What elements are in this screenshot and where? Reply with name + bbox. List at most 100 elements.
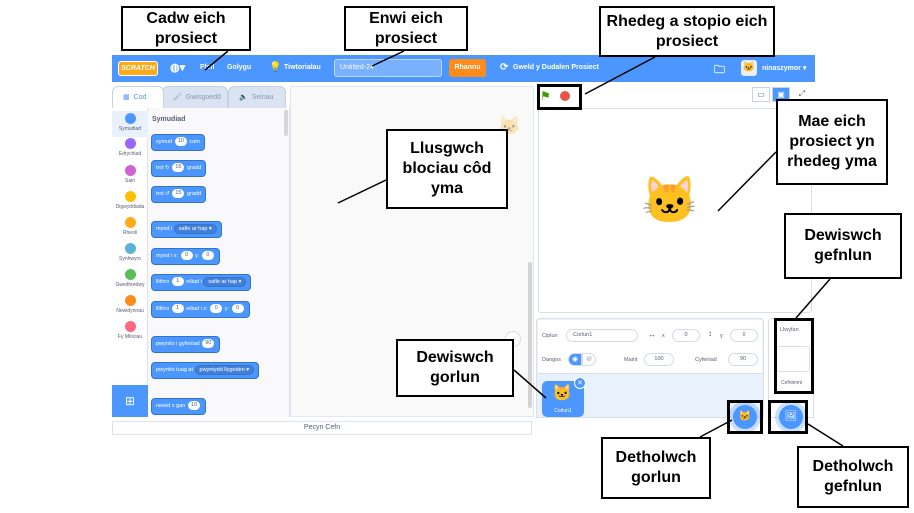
category-motion[interactable]: Symudiad	[112, 111, 148, 137]
globe-icon[interactable]: ◍▾	[170, 62, 186, 74]
block-dropdown[interactable]: safle ar hap ▾	[203, 276, 247, 287]
choose-backdrop-button[interactable]: 🖼	[779, 405, 803, 429]
block-input[interactable]: 1	[171, 277, 184, 287]
size-input[interactable]: 100	[644, 353, 674, 366]
callout-choose-sprite: Dewiswch gorlun	[396, 339, 514, 397]
show-hidden-button[interactable]: ⊘	[582, 353, 596, 366]
backpack[interactable]: Pecyn Cefn	[112, 421, 532, 435]
show-label: Dangos	[542, 357, 561, 363]
block-goto-xy[interactable]: mynd i x: 0 y: 0	[151, 248, 220, 265]
block-input[interactable]: 1	[171, 304, 184, 314]
account-menu[interactable]: ninaszymor ▾	[762, 65, 807, 72]
block-input[interactable]: 10	[174, 137, 187, 147]
callout-name: Enwi eich prosiect	[344, 6, 468, 51]
share-button[interactable]: Rhannu	[449, 59, 486, 77]
fullscreen-button[interactable]: ⤢	[793, 87, 811, 102]
eye-icon: ◉	[571, 356, 579, 363]
palette-scrollbar[interactable]	[284, 110, 288, 136]
speaker-icon: 🔈	[239, 94, 248, 101]
block-change-x[interactable]: newid x gan 10	[151, 398, 207, 415]
file-menu[interactable]: Ffeil	[200, 64, 215, 71]
y-input[interactable]: 0	[730, 329, 758, 342]
category-control[interactable]: Rheoli	[112, 217, 148, 243]
project-title-input[interactable]: Untitled-24	[334, 59, 442, 77]
category-sensing[interactable]: Synhwyro	[112, 243, 148, 269]
sprite-name-input[interactable]: Corlun1	[566, 329, 638, 342]
stage-selector-title: Llwyfan	[780, 327, 799, 333]
cat-plus-icon: 🐱	[738, 411, 752, 422]
callout-drag-code: Llusgwch blociau côd yma	[386, 129, 508, 209]
block-input[interactable]: 10	[187, 401, 201, 411]
callout-choose-backdrop: Dewiswch gefnlun	[784, 213, 902, 279]
tab-code[interactable]: ▦Cod	[112, 86, 164, 108]
show-visible-button[interactable]: ◉	[568, 353, 582, 366]
block-point-towards[interactable]: pwyntio tuag at pwyntydd llygoden ▾	[151, 362, 260, 379]
category-dot	[124, 295, 136, 306]
my-stuff-folder-icon[interactable]: 🗀	[714, 64, 725, 76]
stop-icon[interactable]	[560, 91, 570, 101]
block-goto[interactable]: mynd i safle ar hap ▾	[151, 221, 222, 238]
edit-menu[interactable]: Golygu	[227, 64, 252, 71]
eye-closed-icon: ⊘	[586, 356, 592, 363]
size-label: Maint	[624, 357, 638, 363]
x-input[interactable]: 0	[672, 329, 700, 342]
highlight-stage-selector	[774, 318, 814, 394]
category-variables[interactable]: Newidynnau	[112, 295, 148, 321]
category-events[interactable]: Digwyddiada	[112, 191, 148, 217]
block-input[interactable]: 0	[231, 304, 244, 314]
choose-sprite-button[interactable]: 🐱	[733, 405, 757, 429]
category-dot	[124, 269, 136, 280]
block-turn-left[interactable]: troi ↺ 15 gradd	[151, 186, 207, 203]
y-label: y	[720, 333, 723, 339]
tutorials-icon[interactable]: 💡	[269, 62, 282, 73]
category-operators[interactable]: Gweithredwy	[112, 269, 148, 295]
block-input[interactable]: 15	[172, 163, 185, 173]
block-input[interactable]: 0	[180, 251, 193, 261]
add-extension-button[interactable]: ⊞	[112, 385, 148, 417]
block-dropdown[interactable]: pwyntydd llygoden ▾	[194, 364, 255, 375]
sprite-thumbnail-name: Corlun1	[554, 408, 572, 414]
callout-select-backdrop: Detholwch gefnlun	[797, 446, 909, 508]
code-area-scrollbar[interactable]	[528, 262, 532, 408]
highlight-choose-sprite	[727, 400, 763, 434]
block-dropdown[interactable]: safle ar hap ▾	[173, 223, 217, 234]
block-input[interactable]: 90	[202, 339, 215, 349]
sprite-cat[interactable]: 🐱	[641, 174, 699, 226]
category-sound[interactable]: Sain	[112, 165, 148, 191]
tab-sounds[interactable]: 🔈Seinau	[228, 86, 286, 108]
project-page-icon[interactable]: ⟳	[500, 62, 509, 73]
tab-costumes[interactable]: 🖌Gwisgoedd	[162, 86, 228, 108]
rotate-right-icon: ↻	[165, 165, 170, 171]
extension-icon: ⊞	[124, 394, 136, 408]
small-stage-button[interactable]: ▭	[752, 87, 770, 102]
tutorials-menu[interactable]: Tiwtorialau	[284, 64, 321, 71]
block-glide[interactable]: llithro 1 eiliad i safle ar hap ▾	[151, 274, 252, 291]
category-dot	[124, 243, 136, 254]
avatar[interactable]: 🐱	[741, 60, 757, 76]
direction-input[interactable]: 90	[728, 353, 758, 366]
delete-sprite-icon[interactable]: ✕	[574, 377, 586, 389]
category-looks[interactable]: Edrychiad	[112, 138, 148, 164]
rotate-left-icon: ↺	[165, 191, 170, 197]
sprite-name-label: Ciplun	[542, 333, 558, 339]
green-flag-icon[interactable]: ⚑	[540, 89, 551, 103]
direction-label: Cyfeiriad	[695, 357, 717, 363]
scratch-logo[interactable]: SCRATCH	[118, 61, 158, 76]
block-turn-right[interactable]: troi ↻ 15 gradd	[151, 160, 207, 177]
block-input[interactable]: 0	[201, 251, 214, 261]
callout-run-stop: Rhedeg a stopio eich prosiect	[599, 6, 775, 57]
category-dot	[124, 191, 136, 202]
category-my-blocks[interactable]: Fy Mlociau	[112, 321, 148, 347]
block-point-direction[interactable]: pwyntio i gyfeiriad 90	[151, 336, 221, 353]
brush-icon: 🖌	[173, 94, 182, 101]
see-project-page-button[interactable]: Gweld y Dudalen Prosiect	[513, 64, 599, 71]
callout-select-sprite: Detholwch gorlun	[601, 437, 711, 499]
category-dot	[124, 165, 136, 176]
category-dot	[124, 113, 136, 124]
block-input[interactable]: 0	[210, 304, 223, 314]
category-dot	[124, 321, 136, 332]
block-move[interactable]: symud 10 cam	[151, 134, 205, 151]
block-glide-xy[interactable]: llithro 1 eiliad i x: 0 y: 0	[151, 301, 250, 318]
block-input[interactable]: 15	[172, 189, 185, 199]
small-stage-icon: ▭	[757, 90, 765, 99]
